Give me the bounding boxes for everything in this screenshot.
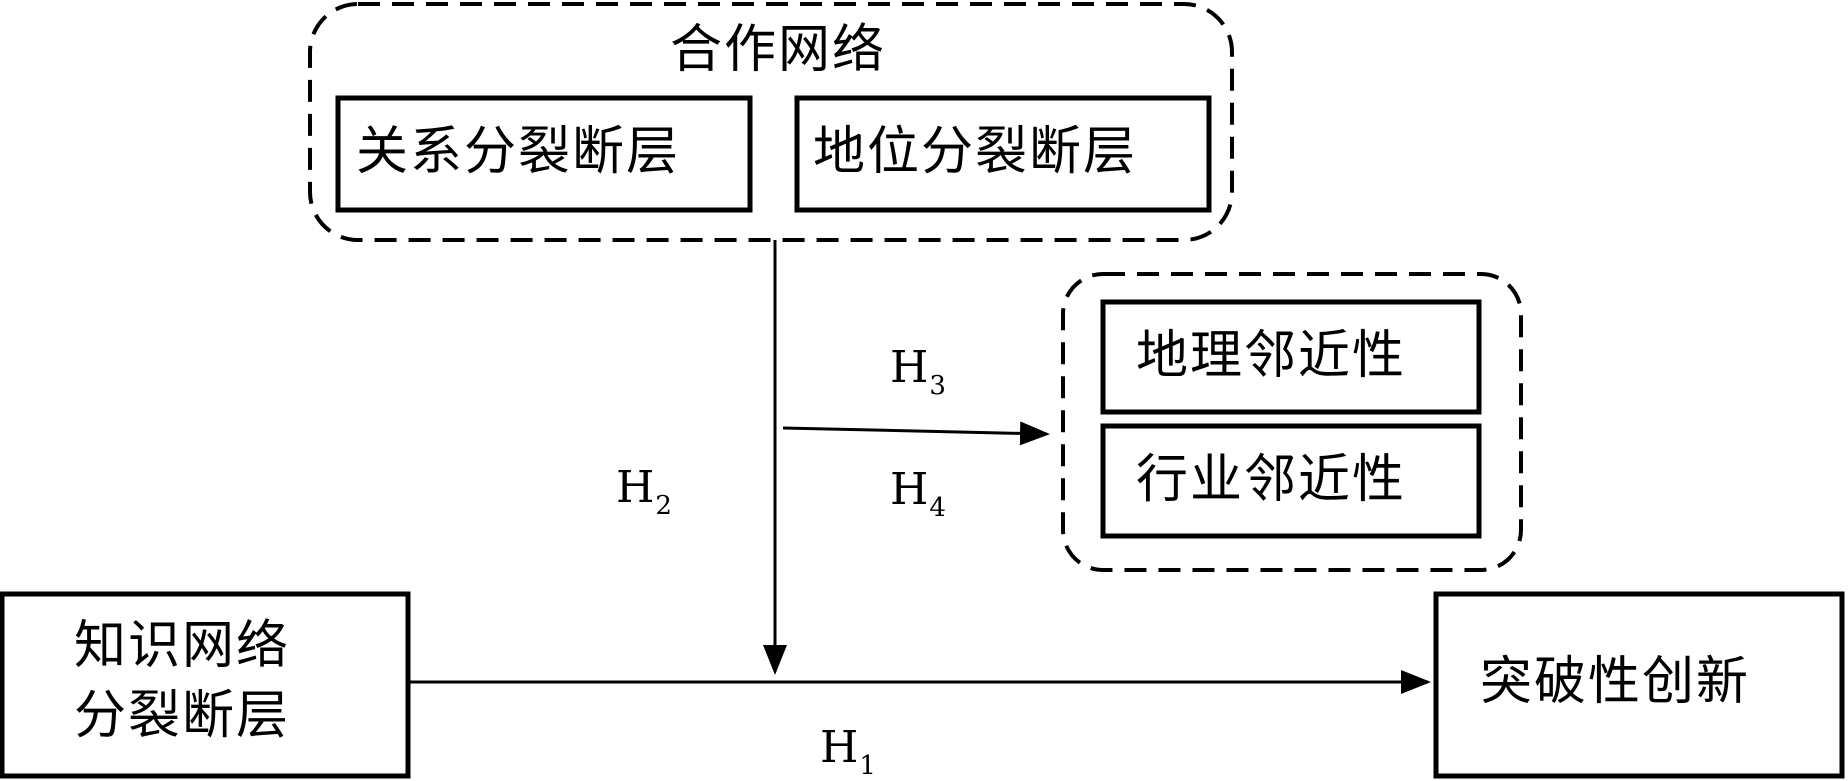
relational-fault-label: 关系分裂断层 xyxy=(356,122,681,182)
geographic-proximity-label: 地理邻近性 xyxy=(1136,326,1407,386)
cooperation-network-group xyxy=(308,2,1234,242)
industry-proximity-label: 行业邻近性 xyxy=(1136,450,1407,510)
hypothesis-h4-label: H4 xyxy=(890,464,946,523)
geographic-proximity-box xyxy=(1100,299,1482,415)
status-fault-label: 地位分裂断层 xyxy=(813,122,1138,182)
hypothesis-h1-label: H1 xyxy=(820,722,876,781)
relational-fault-box xyxy=(335,95,753,213)
industry-proximity-box xyxy=(1100,423,1482,539)
breakthrough-innovation-label: 突破性创新 xyxy=(1480,652,1751,712)
hypothesis-h3-label: H3 xyxy=(890,342,946,401)
hypothesis-h2-label: H2 xyxy=(616,462,672,521)
proximity-group xyxy=(1061,272,1523,572)
breakthrough-innovation-box xyxy=(1433,591,1845,779)
proximity-arrow xyxy=(782,421,1050,446)
knowledge-network-label-line2: 分裂断层 xyxy=(74,686,291,746)
status-fault-box xyxy=(794,95,1212,213)
knowledge-network-box xyxy=(0,591,411,779)
cooperation-network-title: 合作网络 xyxy=(670,20,887,80)
knowledge-network-label-line1: 知识网络 xyxy=(74,616,291,676)
